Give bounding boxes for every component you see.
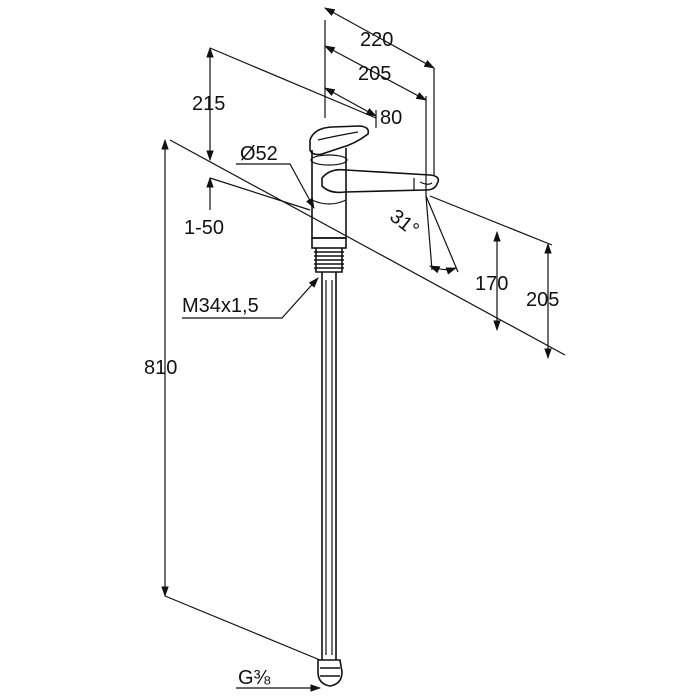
angle-arc	[429, 265, 458, 275]
dimension-lines	[161, 7, 552, 692]
body-upper-ellipse	[310, 154, 348, 166]
label-thread: M34x1,5	[182, 295, 259, 317]
dim-line-80	[324, 87, 377, 117]
label-205-right: 205	[526, 289, 559, 311]
hose-inner	[325, 280, 333, 655]
shank-thread	[314, 248, 344, 273]
lever-handle	[309, 125, 370, 156]
hose-end-fitting	[317, 659, 343, 687]
extension-lines	[164, 20, 566, 661]
flexible-hose	[321, 272, 337, 660]
angle-ray-2	[425, 195, 459, 273]
label-connection: G⅜	[238, 667, 271, 689]
label-deck-thickness: 1-50	[184, 217, 224, 239]
lever-handle-inner	[317, 131, 359, 141]
spout-outlet	[413, 178, 433, 190]
spout	[321, 168, 440, 194]
base-nut	[311, 237, 347, 249]
dimension-labels: 220 205 80 215 Ø52 1-50 31° 170 205 M34x…	[144, 29, 559, 689]
label-205-top: 205	[358, 63, 391, 85]
label-215: 215	[192, 93, 225, 115]
label-80: 80	[380, 107, 402, 129]
label-810: 810	[144, 357, 177, 379]
dim-line-205-top	[324, 45, 427, 101]
label-diameter: Ø52	[240, 143, 278, 165]
angle-ray-1	[425, 195, 433, 271]
label-220: 220	[360, 29, 393, 51]
label-170: 170	[475, 273, 508, 295]
label-angle: 31°	[385, 205, 422, 241]
leader-diameter	[236, 163, 315, 209]
body-lower-edge	[311, 199, 347, 205]
faucet-body	[309, 125, 440, 687]
leader-thread	[182, 277, 319, 319]
